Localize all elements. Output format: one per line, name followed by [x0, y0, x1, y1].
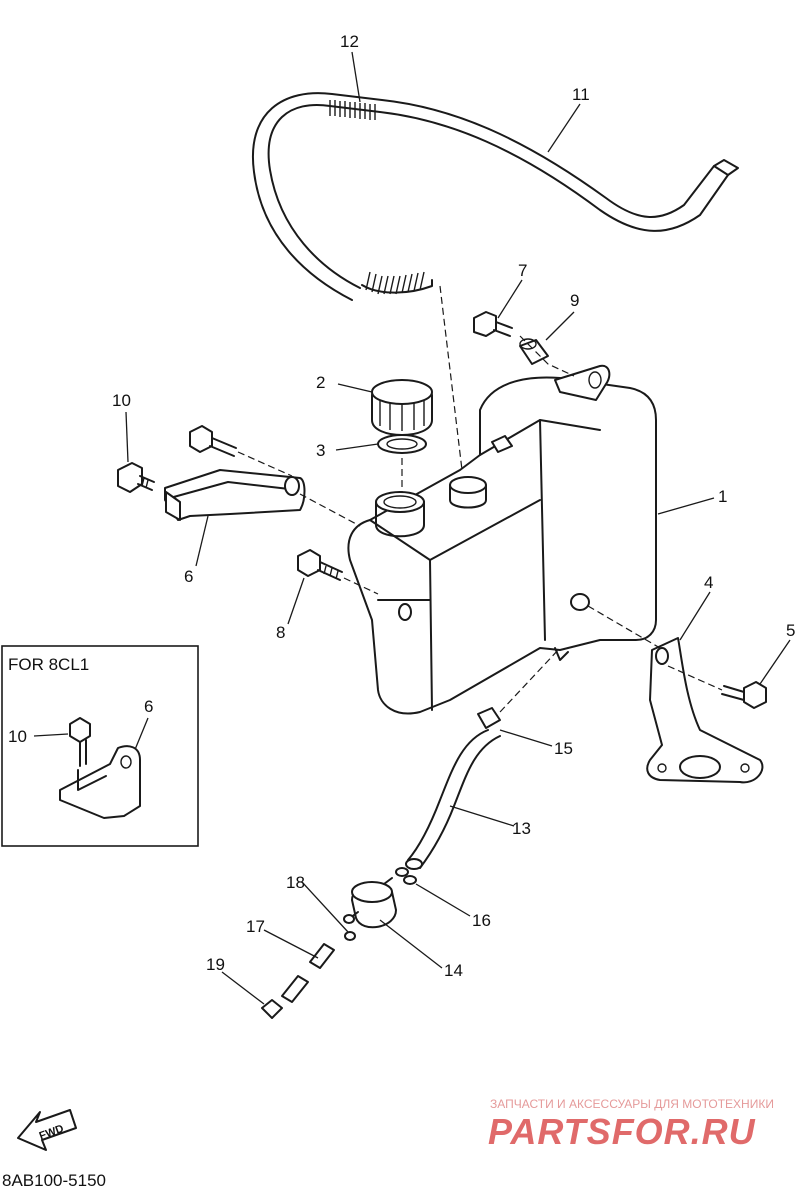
callout-15: 15	[554, 739, 573, 758]
hose-13	[405, 729, 501, 870]
callout-numbers: 12 11 7 9 2 3 10 1 6 4 5 8 15 13 18 16 1…	[112, 32, 795, 980]
inset-title: FOR 8CL1	[8, 655, 89, 674]
bolt-10	[117, 462, 155, 493]
clip-16	[395, 867, 417, 885]
callout-1: 1	[718, 487, 727, 506]
callout-4: 4	[704, 573, 713, 592]
clamp-15	[477, 707, 501, 729]
bolt-8	[297, 549, 343, 581]
callout-3: 3	[316, 441, 325, 460]
callout-13: 13	[512, 819, 531, 838]
seal	[377, 434, 427, 454]
callout-16: 16	[472, 911, 491, 930]
callout-17: 17	[246, 917, 265, 936]
callout-12: 12	[340, 32, 359, 51]
callout-19: 19	[206, 955, 225, 974]
inset-callout-10: 10	[8, 727, 27, 746]
inset-box: FOR 8CL1 10 6	[1, 645, 199, 847]
pipe-17	[281, 943, 335, 1003]
clip-19	[261, 999, 283, 1019]
ring-18	[344, 931, 356, 941]
callout-2: 2	[316, 373, 325, 392]
valve-14	[343, 877, 397, 929]
callout-11: 11	[572, 85, 590, 104]
bracket-6	[164, 469, 306, 521]
breather-hose	[251, 92, 739, 471]
collar-9	[519, 338, 549, 365]
bolt-upper-6	[189, 425, 237, 457]
bracket-4	[646, 637, 764, 784]
watermark: ЗАПЧАСТИ И АКСЕССУАРЫ ДЛЯ МОТОТЕХНИКИ PA…	[488, 1097, 774, 1152]
bolt-5	[721, 681, 767, 709]
callout-6: 6	[184, 567, 193, 586]
watermark-logo: PARTSFOR.RU	[488, 1111, 756, 1152]
callout-7: 7	[518, 261, 527, 280]
bolt-7	[473, 311, 513, 337]
callout-9: 9	[570, 291, 579, 310]
callout-8: 8	[276, 623, 285, 642]
fwd-arrow-icon: FWD	[17, 1109, 77, 1151]
inset-callout-6: 6	[144, 697, 153, 716]
watermark-tagline: ЗАПЧАСТИ И АКСЕССУАРЫ ДЛЯ МОТОТЕХНИКИ	[490, 1097, 774, 1111]
callout-14: 14	[444, 961, 463, 980]
callout-5: 5	[786, 621, 795, 640]
callout-10: 10	[112, 391, 131, 410]
reservoir-tank	[347, 364, 657, 715]
callout-18: 18	[286, 873, 305, 892]
leader-lines	[125, 51, 791, 1005]
diagram-code: 8AB100-5150	[2, 1171, 106, 1190]
cap	[371, 379, 433, 436]
